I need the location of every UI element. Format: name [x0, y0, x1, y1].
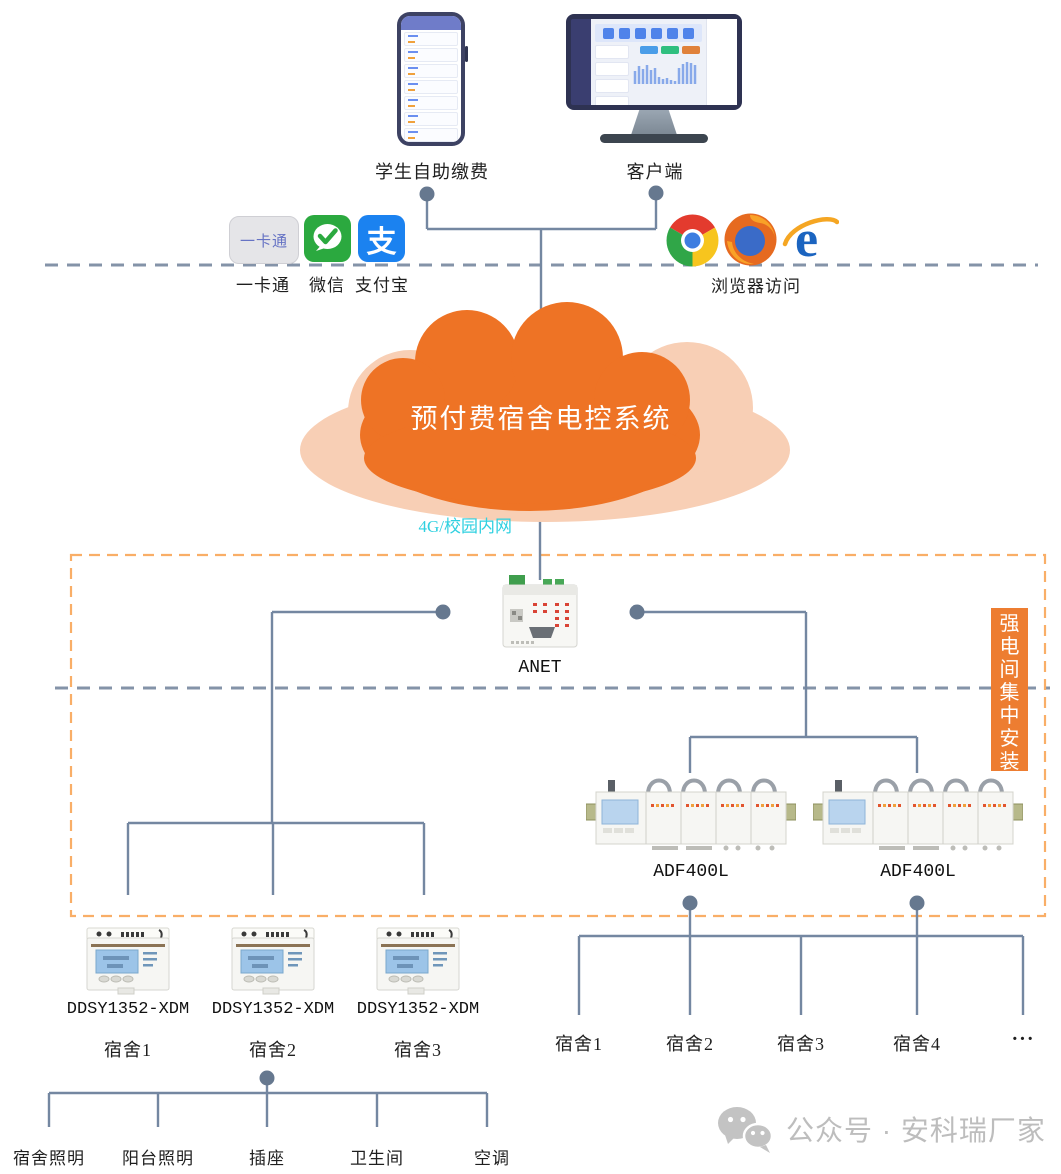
- adf400l-device-1: [586, 772, 796, 854]
- load-label-2: 阳台照明: [122, 1149, 194, 1168]
- load-label-4: 卫生间: [350, 1149, 404, 1168]
- ddsy-dorm-label-2: 宿舍2: [249, 1040, 297, 1060]
- adf-dorm-label-2: 宿舍2: [666, 1034, 714, 1054]
- ddsy-device-3: [373, 924, 463, 996]
- ddsy-dorm-label-3: 宿舍3: [394, 1040, 442, 1060]
- adf-dorm-label-1: 宿舍1: [555, 1034, 603, 1054]
- adf400l-label-2: ADF400L: [880, 862, 956, 882]
- load-label-3: 插座: [249, 1149, 285, 1168]
- cloud-title: 预付费宿舍电控系统: [410, 404, 672, 434]
- adf400l-label-1: ADF400L: [653, 862, 729, 882]
- campus-card-icon: 一卡通: [229, 216, 299, 264]
- adf400l-device-2: [813, 772, 1023, 854]
- campus-card-badge-text: 一卡通: [239, 233, 288, 250]
- monitor-label: 客户端: [626, 162, 684, 182]
- campus-card-label: 一卡通: [236, 276, 290, 295]
- ddsy-dorm-label-1: 宿舍1: [104, 1040, 152, 1060]
- alipay-icon: 支: [358, 215, 405, 262]
- zone-label: 强电间集中安装: [991, 608, 1028, 773]
- anet-label: ANET: [518, 658, 562, 678]
- ddsy-model-label-1: DDSY1352-XDM: [66, 1000, 190, 1019]
- ddsy-device-1: [83, 924, 173, 996]
- wechat-label: 微信: [309, 276, 345, 295]
- watermark-text: 公众号 · 安科瑞厂家: [786, 1115, 1046, 1146]
- watermark: 公众号 · 安科瑞厂家: [716, 1104, 1046, 1154]
- cloud-platform: [295, 300, 795, 525]
- network-link-label: 4G/校园内网: [418, 517, 513, 536]
- monitor-dashboard: [591, 19, 706, 105]
- phone-mockup: [397, 12, 468, 146]
- ddsy-device-2: [228, 924, 318, 996]
- ddsy-model-label-3: DDSY1352-XDM: [356, 1000, 480, 1019]
- monitor-sidebar: [571, 19, 591, 105]
- wechat-bubbles-icon: [718, 1107, 774, 1153]
- phone-app-header: [401, 16, 461, 30]
- browser-access-label: 浏览器访问: [711, 277, 801, 296]
- firefox-icon: [723, 212, 778, 267]
- load-label-1: 宿舍照明: [13, 1149, 85, 1168]
- monitor-stand: [631, 110, 677, 135]
- adf-dorm-label-4: 宿舍4: [893, 1034, 941, 1054]
- monitor-right-panel: [706, 19, 737, 105]
- alipay-label: 支付宝: [355, 276, 409, 295]
- ie-icon: e: [781, 210, 839, 268]
- adf-dorm-label-more: ···: [1011, 1028, 1035, 1050]
- phone-screen: [401, 16, 461, 142]
- phone-label: 学生自助缴费: [375, 162, 489, 182]
- anet-gateway-device: [497, 573, 583, 653]
- ddsy-model-label-2: DDSY1352-XDM: [211, 1000, 335, 1019]
- chrome-icon: [666, 214, 719, 267]
- adf-dorm-label-3: 宿舍3: [777, 1034, 825, 1054]
- wechat-icon: [304, 215, 351, 262]
- load-label-5: 空调: [474, 1149, 510, 1168]
- mini-bar-chart: [633, 62, 697, 84]
- monitor-base: [600, 134, 708, 143]
- monitor-mockup: [566, 14, 742, 110]
